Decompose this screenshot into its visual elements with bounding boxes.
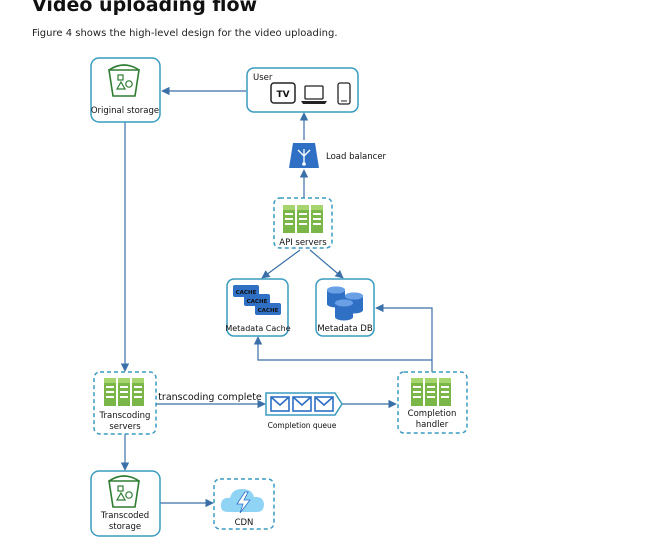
transcoding-servers-label-2: servers [109,422,141,432]
transcoding-servers-label-1: Transcoding [99,411,151,421]
edge-api-to-db [309,249,344,279]
edge-label-transcoding-complete: transcoding complete [158,392,262,403]
node-completion-queue: Completion queue [265,392,343,430]
original-storage-label: Original storage [91,106,159,116]
svg-text:CACHE: CACHE [258,308,279,314]
server-rack-icon [411,378,451,406]
node-cdn: CDN [213,478,275,530]
node-api-servers: API servers [273,197,333,249]
server-rack-icon [104,378,144,406]
node-transcoding-servers: Transcoding servers [93,371,157,435]
edge-handler-to-cache [253,336,432,361]
svg-text:CACHE: CACHE [247,299,268,305]
edge-handler-to-db [375,303,433,372]
node-original-storage: Original storage [90,57,161,123]
api-servers-label: API servers [279,238,327,248]
node-user: User TV [246,67,359,113]
load-balancer-label: Load balancer [326,152,387,162]
tv-icon: TV [270,82,296,104]
completion-handler-label-2: handler [416,420,449,430]
completion-handler-label-1: Completion [408,409,457,419]
edge-api-to-cache [261,249,301,279]
metadata-cache-label: Metadata Cache [225,324,290,333]
completion-queue-label: Completion queue [268,421,337,430]
page-subtitle: Figure 4 shows the high-level design for… [32,28,338,39]
metadata-db-label: Metadata DB [317,324,372,334]
node-completion-handler: Completion handler [397,371,468,434]
transcoded-storage-label-1: Transcoded [100,511,149,521]
svg-text:CACHE: CACHE [236,290,257,296]
laptop-icon [301,85,327,104]
node-metadata-cache: CACHE CACHE CACHE Metadata Cache [225,278,291,337]
message-envelope-icon [270,396,334,412]
svg-text:TV: TV [276,90,289,100]
node-load-balancer: Load balancer [289,143,387,168]
cdn-label: CDN [235,518,254,528]
server-rack-icon [283,205,323,233]
cloud-icon [220,489,264,514]
cache-icon: CACHE CACHE CACHE [233,285,281,315]
load-balancer-icon [289,143,319,168]
page-title: Video uploading flow [32,0,258,16]
phone-icon [337,82,351,105]
transcoded-storage-label-2: storage [109,522,141,532]
node-metadata-db: Metadata DB [315,278,375,337]
user-label: User [253,73,273,83]
node-transcoded-storage: Transcoded storage [90,470,161,537]
